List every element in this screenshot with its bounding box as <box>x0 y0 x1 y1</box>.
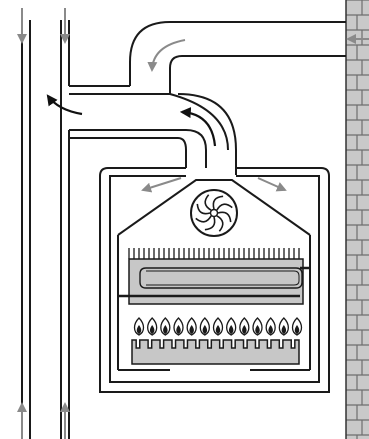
boiler-casing <box>99 167 330 393</box>
inner-vertical-flue <box>60 20 70 439</box>
burner-flames <box>133 317 303 336</box>
horizontal-duct <box>69 85 186 139</box>
flame-icon <box>147 317 158 336</box>
left-vertical-flue <box>21 20 31 439</box>
flame-icon <box>265 317 276 336</box>
brick-wall <box>345 0 369 439</box>
flame-icon <box>226 317 237 336</box>
burner <box>131 339 300 365</box>
flame-icon <box>160 317 171 336</box>
flame-icon <box>173 317 184 336</box>
airflow-arrows <box>17 8 369 439</box>
exhaust-arrows <box>46 94 217 147</box>
flame-icon <box>212 317 224 336</box>
fan-icon <box>190 189 238 237</box>
flame-icon <box>133 317 145 336</box>
flame-icon <box>252 317 263 336</box>
flame-icon <box>199 317 210 336</box>
flame-icon <box>278 317 289 336</box>
flame-icon <box>186 317 197 336</box>
flame-icon <box>291 317 303 336</box>
flame-icon <box>239 317 250 336</box>
combustion-hood <box>117 179 311 371</box>
intake-pipe <box>129 21 346 175</box>
heat-exchanger <box>119 258 310 305</box>
heat-exchanger-fins <box>128 248 300 259</box>
